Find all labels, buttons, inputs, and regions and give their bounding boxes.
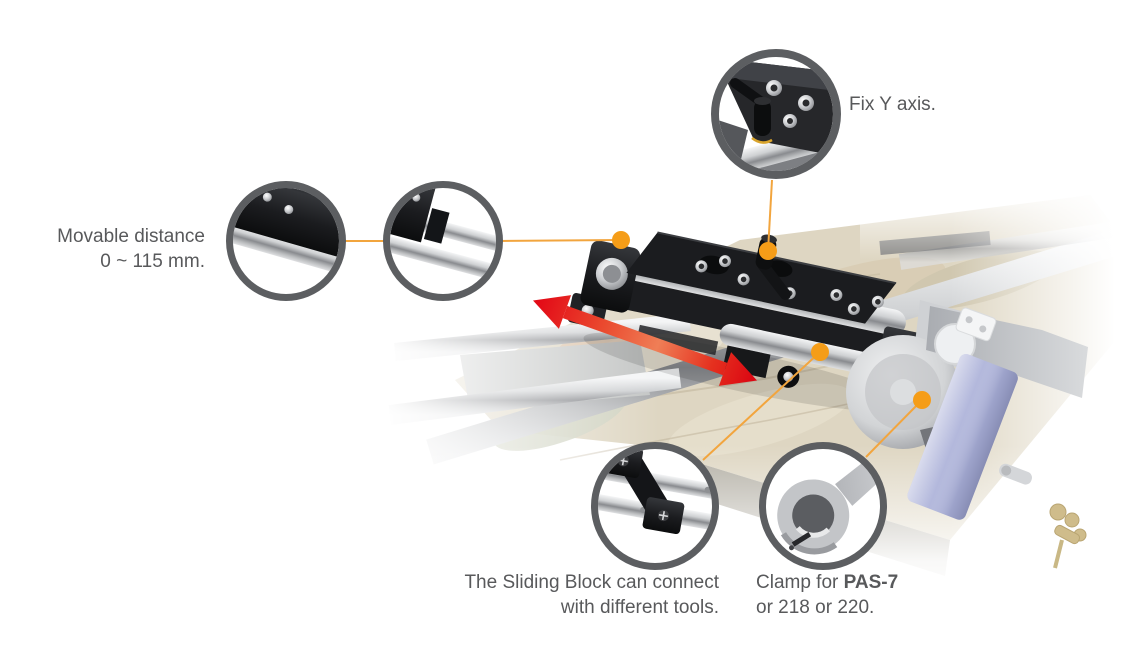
label-fix-y: Fix Y axis. — [849, 92, 936, 117]
sliding-block-line2: with different tools. — [560, 597, 719, 618]
clamp-model: PAS-7 — [843, 572, 899, 593]
tool-handle — [907, 354, 1018, 520]
fade-bottom — [380, 430, 1124, 658]
slide-direction-arrow — [533, 295, 757, 386]
top-plate — [626, 232, 897, 324]
movable-line1: Movable distance — [57, 226, 205, 247]
clamp-line2: or 218 or 220. — [756, 597, 875, 618]
handle-latch — [999, 463, 1032, 485]
joint-plate — [955, 307, 997, 342]
callout-circle-clamp — [759, 442, 887, 570]
connector-dot-sliding-block — [811, 343, 829, 361]
joint-ball — [934, 323, 976, 365]
sliding-block-line1: The Sliding Block can connect — [464, 572, 719, 593]
label-fix-y-text: Fix Y axis. — [849, 94, 936, 115]
connector-line-movable — [499, 239, 622, 242]
callout-circle-fix-y — [711, 49, 841, 179]
connector-dot-clamp — [913, 391, 931, 409]
connector-line-fix-y — [767, 179, 773, 252]
lock-mark — [751, 136, 773, 144]
frame-bar — [601, 274, 907, 368]
clamp-line1-prefix: Clamp for — [756, 572, 844, 593]
magnified-clamp-view — [777, 449, 880, 555]
label-sliding-block: The Sliding Block can connect with diffe… — [464, 570, 719, 620]
label-movable-distance: Movable distance 0 ~ 115 mm. — [0, 224, 205, 274]
arrowhead-right — [718, 352, 757, 386]
callout-connectors — [343, 179, 931, 461]
mount-arm-assembly — [846, 300, 1088, 569]
connector-line-clamp — [865, 399, 923, 458]
arrowhead-left — [533, 295, 572, 329]
connector-line-sliding-block — [702, 351, 821, 461]
connector-dot-fix-y — [759, 242, 777, 260]
label-clamp: Clamp for PAS-7 or 218 or 220. — [756, 570, 898, 620]
brass-fitting — [1049, 503, 1087, 569]
movable-line2: 0 ~ 115 mm. — [100, 251, 205, 272]
connector-dot-movable — [612, 231, 630, 249]
